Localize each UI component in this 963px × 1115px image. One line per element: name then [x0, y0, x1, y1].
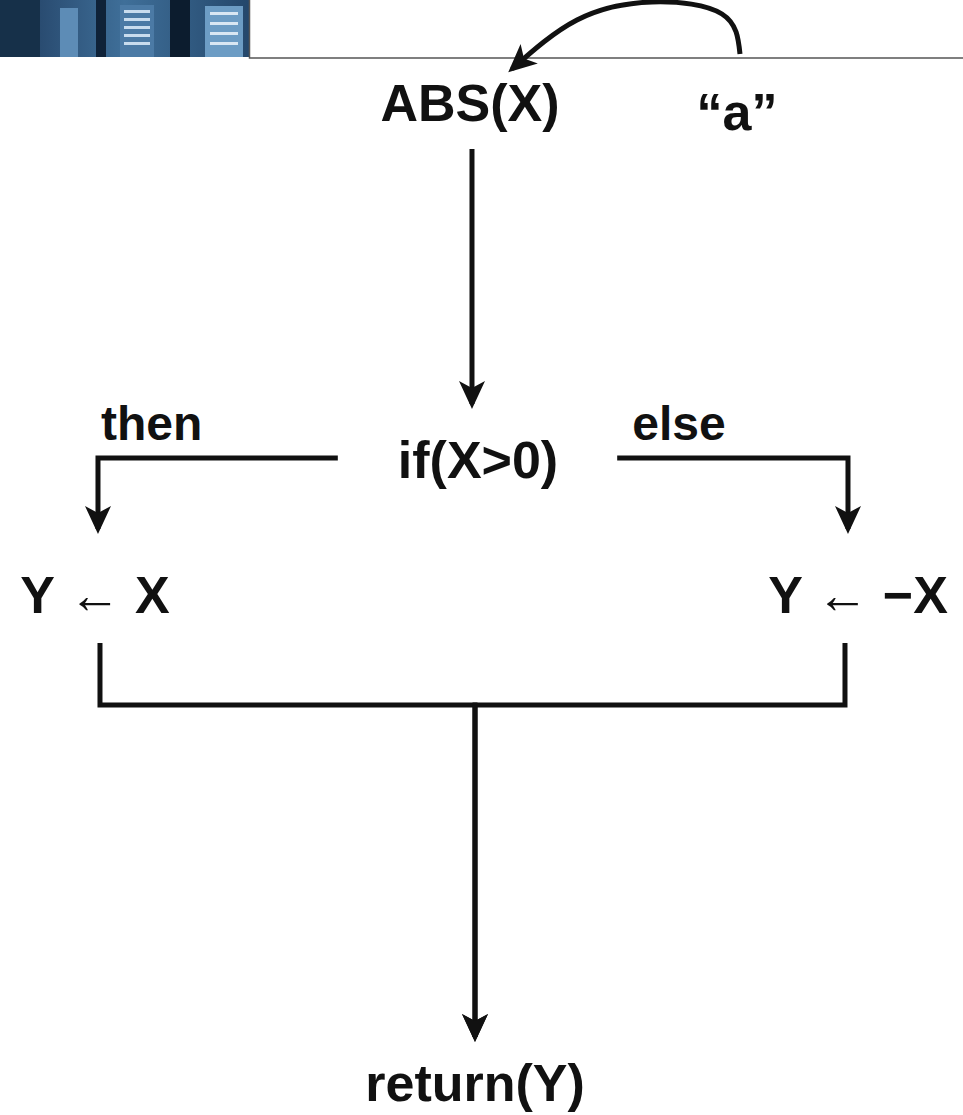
- flow-arrow: [98, 458, 338, 529]
- flow-arrow: [512, 2, 740, 69]
- step-text: Y ← −X: [766, 567, 950, 623]
- header-picture: [0, 0, 249, 57]
- branch-label: else: [632, 400, 725, 448]
- flow-step: ABS(X): [378, 75, 561, 131]
- flow-step: Y ← −X: [766, 567, 950, 623]
- branch-label: then: [101, 400, 202, 448]
- step-text: return(Y): [363, 1055, 587, 1111]
- flow-arrow: [469, 149, 474, 404]
- flow-step: return(Y): [363, 1055, 587, 1111]
- flow-arrow: [100, 643, 475, 1037]
- step-text: “a”: [695, 84, 780, 140]
- flow-step: “a”: [695, 84, 780, 140]
- flow-step: Y ← X: [18, 567, 171, 623]
- step-text: if(X>0): [396, 432, 560, 488]
- flow-arrow: [475, 643, 845, 1037]
- step-text: Y ← X: [18, 567, 171, 623]
- flow-arrow: [617, 458, 848, 529]
- flow-step: if(X>0): [396, 432, 560, 488]
- step-text: ABS(X): [378, 75, 561, 131]
- edge-group: [98, 2, 848, 1037]
